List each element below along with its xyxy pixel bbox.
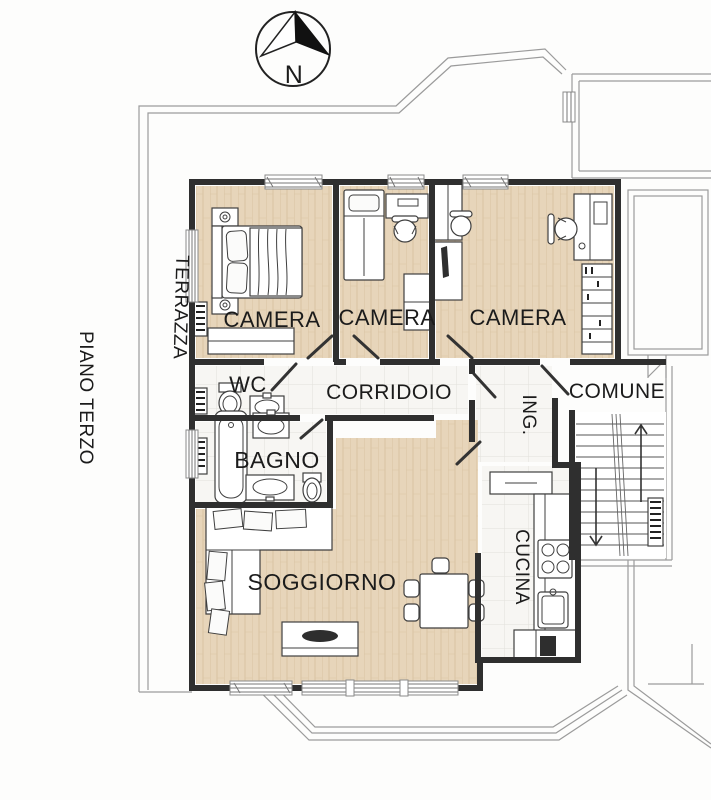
washbasin xyxy=(252,409,290,439)
window-camera-2 xyxy=(387,174,425,190)
nightstand xyxy=(211,207,239,227)
floor-ingresso xyxy=(476,366,552,462)
door-camera-3 xyxy=(446,334,474,360)
double-bed xyxy=(211,225,303,299)
room-labels: CAMERA CAMERA CAMERA WC CORRIDOIO COMUNE… xyxy=(75,255,665,605)
camera-1-furniture xyxy=(193,207,303,355)
window-camera-3 xyxy=(462,174,509,190)
terrazza-label: TERRAZZA xyxy=(169,255,193,360)
corner-sofa xyxy=(204,505,333,636)
window-soggiorno-bottom-left xyxy=(229,680,293,696)
cucina-label: CUCINA xyxy=(511,529,532,605)
camera-1-label: CAMERA xyxy=(223,307,320,332)
ingresso-label: ING. xyxy=(518,394,539,435)
radiator xyxy=(193,387,208,415)
wc-label: WC xyxy=(229,372,267,397)
door-bagno xyxy=(299,418,324,440)
bookshelf xyxy=(581,263,613,355)
door-camera-2 xyxy=(352,334,380,360)
door-wc xyxy=(270,362,298,392)
kitchen-cabinet-bottom xyxy=(513,629,577,661)
stove xyxy=(537,539,573,579)
window-bagno-side xyxy=(185,429,199,479)
adjacent-outline-bottom-right xyxy=(627,560,711,749)
window-camera-1 xyxy=(264,174,323,190)
tv-stand xyxy=(281,621,359,657)
single-bed xyxy=(343,189,385,281)
stairs-up-arrow xyxy=(634,423,648,502)
camera-3-furniture xyxy=(433,183,613,355)
compass-needle-east xyxy=(294,10,331,57)
stairs-down-arrow xyxy=(589,468,603,547)
door-ingresso xyxy=(472,372,497,399)
desk-chair xyxy=(391,215,419,243)
door-camera-1 xyxy=(306,334,334,360)
chair xyxy=(449,210,473,237)
window-soggiorno-bay xyxy=(301,679,459,697)
desk xyxy=(385,193,429,219)
bagno-label: BAGNO xyxy=(234,447,320,473)
bidet xyxy=(302,472,322,503)
walls xyxy=(189,179,666,691)
door-comune-entrance xyxy=(540,364,570,396)
compass: N xyxy=(255,9,331,89)
camera-3-label: CAMERA xyxy=(469,305,566,330)
radiator xyxy=(193,301,208,337)
desk-chair xyxy=(547,213,578,245)
wardrobe xyxy=(433,183,463,301)
doors xyxy=(270,334,570,466)
terrace-outline xyxy=(138,48,567,693)
windows xyxy=(185,174,509,697)
vanity-sink xyxy=(245,474,295,502)
stairs-lower-flight-shading xyxy=(647,497,664,547)
door-soggiorno xyxy=(455,440,482,466)
compass-circle xyxy=(255,11,331,87)
camera-2-label: CAMERA xyxy=(338,305,435,330)
soggiorno-label: SOGGIORNO xyxy=(248,569,397,595)
desk xyxy=(573,193,613,261)
adjacent-building-top-right xyxy=(562,73,711,179)
corridoio-label: CORRIDOIO xyxy=(326,381,452,404)
window-camera-1-side xyxy=(185,229,199,303)
stairs xyxy=(574,412,666,558)
wardrobe xyxy=(207,327,295,355)
comune-label: COMUNE xyxy=(569,380,665,403)
kitchen-sink xyxy=(537,588,569,629)
camera-2-furniture xyxy=(343,189,431,331)
north-label: N xyxy=(285,61,304,89)
floor-title: PIANO TERZO xyxy=(75,331,96,465)
coat-rail xyxy=(441,246,449,278)
